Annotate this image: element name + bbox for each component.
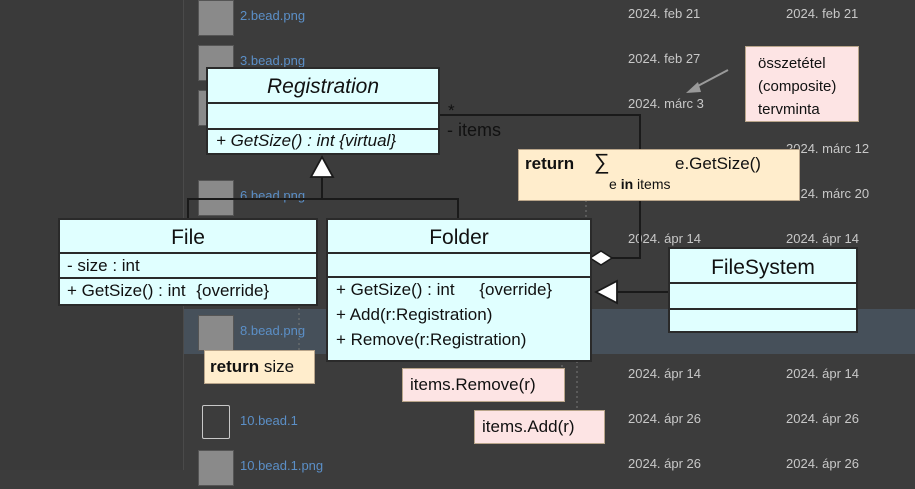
file-date-modified: 2024. ápr 26 bbox=[628, 411, 702, 426]
file-date-created: 2024. ápr 26 bbox=[786, 411, 860, 426]
pattern-note-line: összetétel bbox=[758, 55, 826, 72]
getsize-sum-note: return ∑ e.GetSize() e in items bbox=[518, 149, 800, 201]
file-row[interactable]: 2024. ápr 14 2024. ápr 14 bbox=[184, 354, 915, 399]
generalization-arrowhead bbox=[309, 155, 335, 178]
file-date-created: 2024. feb 21 bbox=[786, 6, 859, 21]
operation-getsize: + GetSize() : int {override} bbox=[336, 280, 590, 305]
class-name: FileSystem bbox=[711, 256, 815, 279]
sum-index-set: items bbox=[637, 176, 671, 192]
operation-signature: + GetSize() : int bbox=[67, 281, 186, 300]
file-date-created: 2024. ápr 14 bbox=[786, 366, 860, 381]
aggregation-diamond bbox=[588, 250, 614, 266]
operation-add: + Add(r:Registration) bbox=[336, 305, 493, 324]
attribute-compartment bbox=[328, 252, 590, 276]
file-date-modified: 2024. feb 27 bbox=[628, 51, 701, 66]
attribute-compartment bbox=[208, 102, 438, 128]
operation-modifier: {override} bbox=[196, 281, 270, 300]
note-pointer-arrowhead bbox=[686, 82, 701, 93]
operation-getsize: + GetSize() : int {virtual} bbox=[208, 128, 438, 151]
file-row[interactable]: 10.bead.1 2024. ápr 26 2024. ápr 26 bbox=[184, 399, 915, 444]
remove-note: items.Remove(r) bbox=[402, 368, 565, 402]
pattern-note-line: tervminta bbox=[758, 101, 820, 118]
return-value: size bbox=[263, 357, 295, 376]
navigability-arrowhead bbox=[594, 279, 618, 305]
association-multiplicity: * bbox=[448, 101, 455, 120]
file-date-modified: 2024. feb 21 bbox=[628, 6, 701, 21]
file-name: 3.bead.png bbox=[240, 53, 306, 68]
generalization-line bbox=[187, 198, 459, 218]
operation-compartment bbox=[670, 308, 856, 333]
file-date-modified: 2024. ápr 26 bbox=[628, 456, 702, 471]
file-name: 10.bead.1.png bbox=[240, 458, 324, 473]
file-date-created: 2024. ápr 26 bbox=[786, 456, 860, 471]
class-file[interactable]: File - size : int + GetSize() : int {ove… bbox=[58, 218, 318, 306]
file-name: 2.bead.png bbox=[240, 8, 306, 23]
class-name: Registration bbox=[266, 75, 380, 98]
document-icon bbox=[202, 405, 230, 439]
file-name: 10.bead.1 bbox=[240, 413, 298, 428]
return-size-note: return size bbox=[204, 350, 315, 384]
class-name: Folder bbox=[429, 226, 489, 249]
file-date-modified: 2024. ápr 14 bbox=[628, 366, 702, 381]
attribute-size: - size : int bbox=[60, 252, 316, 277]
file-date-created: 2024. márc 20 bbox=[786, 186, 870, 201]
file-date-created: 2024. márc 12 bbox=[786, 141, 870, 156]
attribute-compartment bbox=[670, 282, 856, 308]
file-row[interactable]: 2024. márc 12 bbox=[184, 129, 915, 174]
file-date-modified: 2024. ápr 14 bbox=[628, 231, 702, 246]
file-name: 8.bead.png bbox=[240, 323, 306, 338]
file-row[interactable]: 2.bead.png 2024. feb 21 2024. feb 21 bbox=[184, 0, 915, 39]
operation-remove: + Remove(r:Registration) bbox=[336, 330, 527, 349]
pattern-note: összetétel (composite) tervminta bbox=[745, 46, 859, 122]
class-name: File bbox=[171, 226, 205, 249]
sum-expression: e.GetSize() bbox=[675, 154, 761, 173]
operation-signature: + GetSize() : int bbox=[336, 280, 455, 299]
operation-getsize: + GetSize() : int {override} bbox=[60, 277, 316, 301]
sum-index-var: e bbox=[609, 176, 617, 192]
class-folder[interactable]: Folder + GetSize() : int {override} + Ad… bbox=[326, 218, 592, 362]
class-filesystem[interactable]: FileSystem bbox=[668, 247, 858, 333]
image-thumbnail-icon bbox=[198, 0, 234, 36]
operation-compartment: + GetSize() : int {override} + Add(r:Reg… bbox=[328, 276, 590, 350]
file-date-modified: 2024. márc 3 bbox=[628, 96, 704, 111]
return-keyword: return bbox=[210, 357, 260, 376]
file-row[interactable]: 2024. ápr 14 2024. ápr 14 bbox=[184, 219, 915, 264]
file-date-created: 2024. ápr 14 bbox=[786, 231, 860, 246]
note-pointer-line bbox=[693, 69, 729, 89]
pattern-note-line: (composite) bbox=[758, 78, 837, 95]
association-role: - items bbox=[447, 120, 501, 140]
sum-symbol: ∑ bbox=[594, 149, 610, 174]
operation-modifier: {override} bbox=[479, 280, 553, 299]
class-registration[interactable]: Registration + GetSize() : int {virtual} bbox=[206, 67, 440, 155]
sum-index: e in items bbox=[609, 176, 670, 192]
add-note: items.Add(r) bbox=[474, 410, 605, 444]
file-row[interactable]: 10.bead.1.png 2024. ápr 26 2024. ápr 26 bbox=[184, 444, 915, 489]
sum-index-in: in bbox=[620, 176, 634, 192]
return-keyword: return bbox=[525, 154, 575, 173]
